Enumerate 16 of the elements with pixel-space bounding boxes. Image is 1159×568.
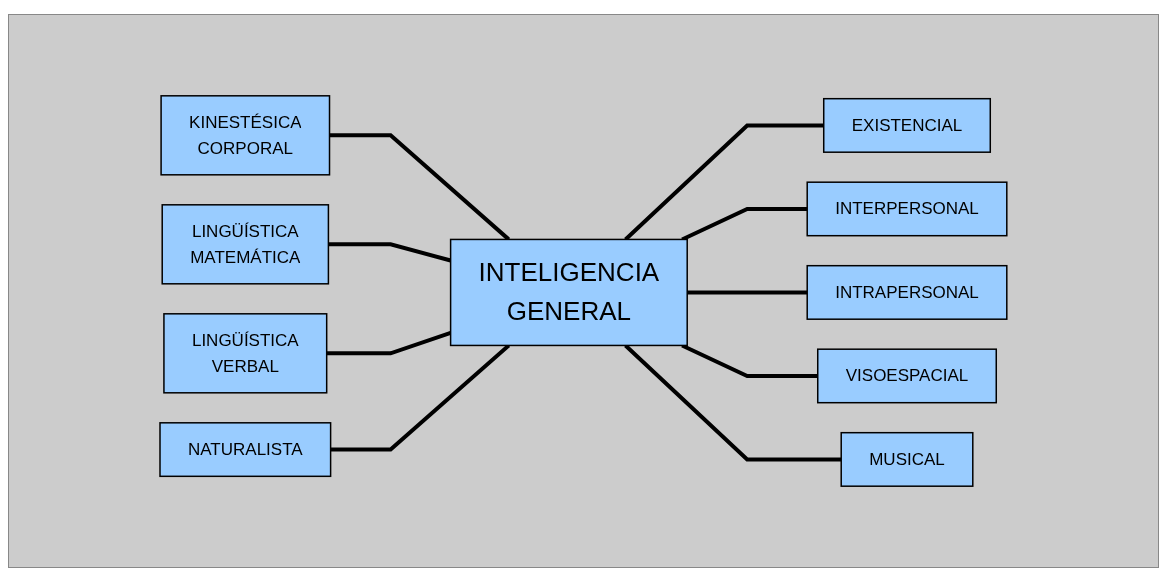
node-box: INTRAPERSONAL [806, 264, 1008, 320]
connector [329, 133, 511, 241]
node-box: INTERPERSONAL [806, 181, 1008, 237]
connector [624, 123, 824, 241]
node-box: VISOESPACIAL [817, 348, 998, 404]
node-box: LINGÜÍSTICA MATEMÁTICA [161, 204, 330, 285]
connector [681, 343, 818, 378]
connector [681, 206, 808, 242]
connector [687, 290, 808, 295]
node-box: LINGÜÍSTICA VERBAL [163, 313, 328, 394]
connector [624, 343, 842, 462]
node-box: EXISTENCIAL [823, 97, 992, 153]
node-box: INTELIGENCIA GENERAL [449, 238, 689, 347]
node-box: KINESTÉSICA CORPORAL [160, 95, 331, 176]
node-box: MUSICAL [840, 431, 974, 487]
node-box: NATURALISTA [159, 422, 332, 478]
